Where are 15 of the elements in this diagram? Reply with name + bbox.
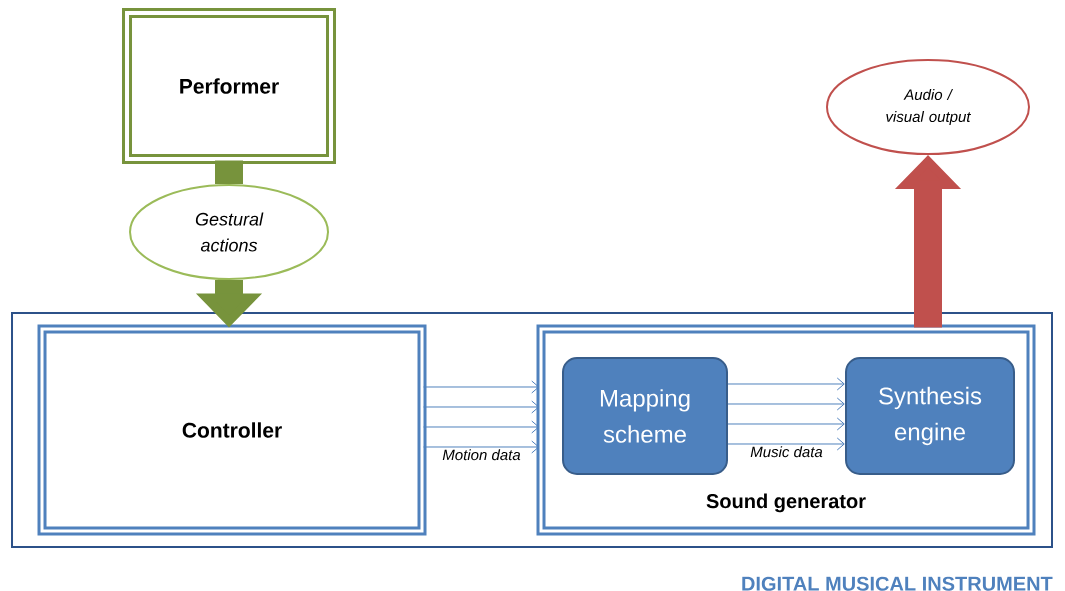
mapping-box: Mapping scheme [562, 357, 728, 475]
arrow [727, 437, 845, 451]
arrow [423, 380, 540, 394]
edge-label: Music data [749, 445, 824, 459]
arrow [423, 420, 540, 434]
controller-box: Controller [37, 324, 427, 536]
arrow [423, 400, 540, 414]
performer-box: Performer [122, 8, 336, 164]
arrow [423, 440, 540, 454]
edge-label: Motion data [441, 448, 522, 462]
synthesis-box: Synthesis engine [845, 357, 1015, 475]
arrow [727, 397, 845, 411]
node-label: DIGITAL MUSICAL INSTRUMENT [742, 576, 1053, 591]
arrow [727, 417, 845, 431]
arrow [727, 377, 845, 391]
